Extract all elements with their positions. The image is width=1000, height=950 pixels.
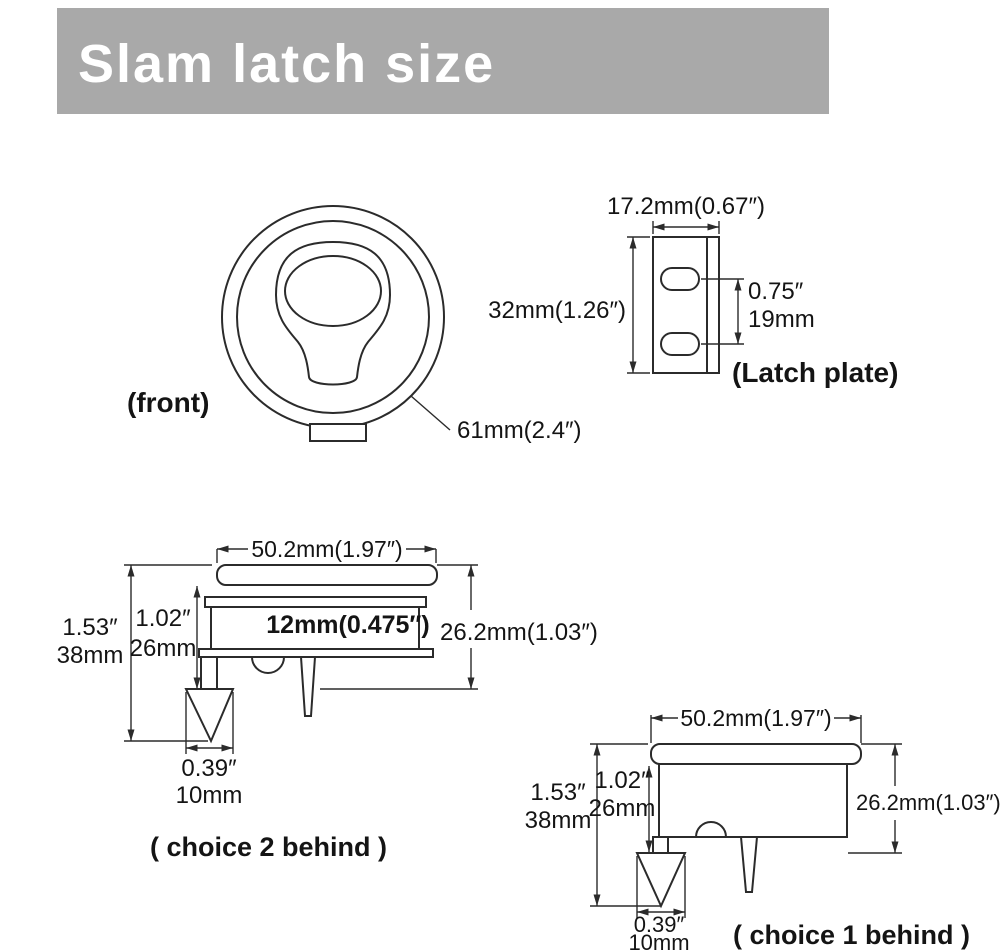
plate-height-dim-text: 32mm(1.26″) bbox=[488, 297, 626, 324]
latch-outer-ring bbox=[221, 205, 445, 429]
choice2-view: 50.2mm(1.97″) 1.53″ 38mm 1.02″ 26mm 12mm… bbox=[57, 536, 598, 862]
overall-depth-in-text: 1.53″ bbox=[530, 779, 586, 806]
flange bbox=[216, 564, 438, 586]
pawl-width-in-text: 0.39″ bbox=[634, 912, 685, 937]
diameter-dim-text: 61mm(2.4″) bbox=[457, 417, 582, 444]
latch-pawl-front bbox=[309, 423, 367, 442]
panel-thickness-text: 12mm(0.475″) bbox=[266, 611, 429, 639]
plate-hole-spacing-mm-text: 19mm bbox=[748, 306, 815, 333]
flange-width-dim-text: 50.2mm(1.97″) bbox=[680, 705, 831, 731]
choice1-label: ( choice 1 behind ) bbox=[733, 920, 970, 950]
overall-depth-mm-text: 38mm bbox=[57, 642, 124, 669]
pull-handle-outline bbox=[274, 240, 392, 386]
body-depth-dim-text: 26.2mm(1.03″) bbox=[856, 790, 1000, 815]
latch-body bbox=[658, 763, 848, 838]
pawl-width-mm-text: 10mm bbox=[176, 782, 243, 809]
title-banner: Slam latch size bbox=[57, 8, 829, 114]
plate-slot-top bbox=[660, 267, 700, 291]
front-view: (front) 61mm(2.4″) bbox=[127, 205, 582, 444]
inner-depth-in-text: 1.02″ bbox=[135, 605, 191, 632]
pull-handle-hole bbox=[284, 255, 382, 327]
pawl-width-in-text: 0.39″ bbox=[181, 755, 237, 782]
latch-plate-view: 17.2mm(0.67″) 32mm(1.26″) 0.75″ 19mm (La… bbox=[488, 193, 898, 388]
front-label: (front) bbox=[127, 387, 209, 418]
latch-plate-label: (Latch plate) bbox=[732, 357, 898, 388]
body-depth-dim-text: 26.2mm(1.03″) bbox=[440, 619, 598, 646]
clamp-plate bbox=[198, 648, 434, 658]
inner-depth-in-text: 1.02″ bbox=[594, 767, 650, 794]
flange bbox=[650, 743, 862, 765]
plate-width-dim-text: 17.2mm(0.67″) bbox=[607, 193, 765, 220]
trim-ring bbox=[204, 596, 427, 608]
choice2-label: ( choice 2 behind ) bbox=[150, 832, 387, 862]
diameter-leader-line bbox=[410, 395, 451, 431]
overall-depth-in-text: 1.53″ bbox=[62, 614, 118, 641]
pawl-wedge bbox=[635, 852, 687, 909]
spring-detail bbox=[695, 821, 727, 838]
striker-pin bbox=[299, 656, 317, 717]
plate-hole-spacing-in-text: 0.75″ bbox=[748, 278, 804, 305]
pawl-width-mm-text: 10mm bbox=[628, 930, 689, 950]
artwork: Slam latch size (front) 61mm(2.4″) 17.2m… bbox=[57, 8, 1000, 950]
choice1-view: 50.2mm(1.97″) 1.53″ 38mm 1.02″ 26mm 26.2… bbox=[525, 705, 1000, 950]
plate-slot-bottom bbox=[660, 332, 700, 356]
inner-depth-mm-text: 26mm bbox=[130, 635, 197, 662]
spring-detail bbox=[251, 656, 285, 674]
pawl-arm bbox=[200, 656, 218, 690]
overall-depth-mm-text: 38mm bbox=[525, 807, 592, 834]
latch-plate-body bbox=[652, 236, 720, 374]
title-banner-bg bbox=[57, 8, 829, 114]
striker-pin bbox=[739, 836, 759, 893]
pawl-arm bbox=[652, 836, 669, 854]
inner-depth-mm-text: 26mm bbox=[589, 795, 656, 822]
latch-inner-ring bbox=[236, 220, 430, 414]
pawl-wedge bbox=[184, 688, 235, 744]
page-title: Slam latch size bbox=[78, 34, 495, 94]
flange-width-dim-text: 50.2mm(1.97″) bbox=[251, 536, 402, 562]
